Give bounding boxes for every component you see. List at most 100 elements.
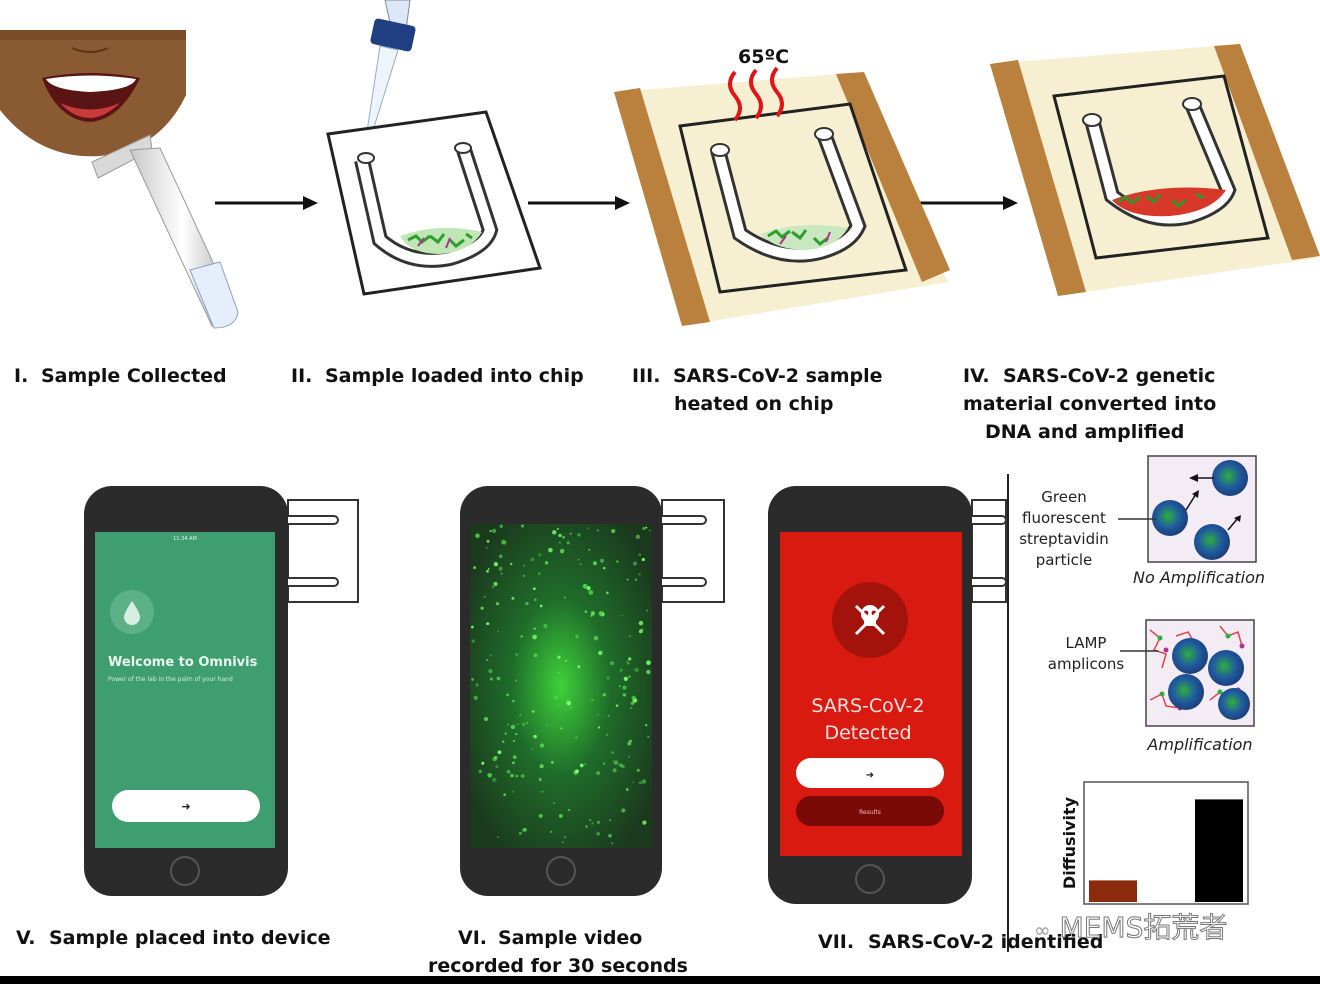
fluorescent-speck — [506, 769, 511, 774]
caption-step-7-text: SARS-CoV-2 identified — [868, 931, 1104, 953]
diffusivity-chart — [1083, 781, 1249, 905]
fluorescent-speck — [626, 661, 629, 663]
mouth-illustration — [0, 30, 186, 157]
fluorescent-speck — [512, 699, 515, 703]
fluorescent-speck — [480, 606, 484, 610]
fluorescent-speck — [498, 554, 503, 559]
fluorescent-speck — [471, 678, 474, 681]
heat-waves-icon — [728, 66, 784, 122]
fluorescent-speck — [589, 819, 592, 822]
fluorescent-speck — [489, 654, 492, 657]
fluorescent-speck — [507, 723, 510, 726]
fluorescent-speck — [560, 727, 563, 730]
chip-step-2 — [326, 110, 543, 296]
fluorescent-speck — [512, 761, 515, 765]
phone3-continue-button[interactable] — [796, 758, 944, 788]
no-amplification-box — [1147, 455, 1257, 563]
fluorescent-speck — [579, 562, 582, 566]
lamp-label-line-1: LAMP — [1065, 634, 1107, 652]
fluorescence-video — [470, 524, 652, 848]
fluorescent-speck — [531, 710, 535, 713]
phone-3 — [768, 486, 1007, 904]
fluorescent-speck — [509, 562, 513, 566]
phone3-results-button[interactable] — [796, 796, 944, 826]
fluorescent-speck — [610, 661, 614, 666]
pipette-icon — [365, 0, 416, 141]
fluorescent-speck — [481, 761, 485, 765]
phone3-button1-label: ➜ — [866, 770, 874, 781]
fluorescent-speck — [487, 773, 492, 778]
fluorescent-speck — [557, 655, 561, 659]
fluorescent-speck — [483, 595, 486, 599]
caption-step-4: IV.SARS-CoV-2 genetic material converted… — [963, 362, 1216, 446]
fluorescent-speck — [551, 761, 554, 764]
phone1-continue-button[interactable] — [112, 790, 260, 822]
fluorescent-speck — [558, 541, 562, 544]
caption-step-1-text: Sample Collected — [41, 365, 227, 387]
fluorescent-speck — [521, 828, 527, 833]
caption-step-4-line-2: material converted into — [963, 393, 1217, 415]
fluorescent-speck — [502, 540, 507, 545]
fluorescent-speck — [565, 659, 568, 662]
fluorescent-speck — [540, 743, 545, 748]
fluorescent-speck — [495, 602, 500, 606]
fluorescent-speck — [487, 567, 490, 570]
fluorescent-speck — [501, 539, 506, 545]
arrow-1 — [215, 196, 318, 210]
fluorescent-speck — [492, 528, 497, 533]
fluorescent-speck — [577, 558, 580, 561]
chart-ylabel: Diffusivity — [1060, 796, 1079, 889]
fluorescent-speck — [486, 622, 490, 626]
fluorescent-speck — [605, 591, 609, 595]
fluorescent-speck — [628, 635, 632, 638]
fluorescent-speck — [641, 779, 647, 784]
fluorescent-speck — [498, 566, 503, 571]
fluorescent-speck — [521, 722, 526, 726]
green-particle-label: Green fluorescent streptavidin particle — [1014, 487, 1114, 571]
caption-step-5: V.Sample placed into device — [16, 924, 331, 952]
caption-step-3-line-2: heated on chip — [674, 393, 834, 415]
diffusivity-bar-1 — [1089, 880, 1137, 902]
fluorescent-speck — [489, 530, 492, 533]
caption-step-2: II.Sample loaded into chip — [291, 362, 584, 390]
fluorescent-speck — [520, 524, 525, 528]
caption-step-6: VI.Sample video recorded for 30 seconds — [428, 924, 688, 980]
fluorescent-speck — [511, 596, 515, 600]
fluorescent-speck — [644, 724, 648, 727]
fluorescent-speck — [597, 713, 599, 716]
fluorescent-speck — [628, 675, 631, 678]
caption-step-6-num: VI. — [458, 927, 487, 949]
fluorescent-speck — [636, 768, 640, 772]
fluorescent-speck — [625, 788, 629, 791]
fluorescent-speck — [587, 527, 590, 530]
fluorescent-speck — [577, 665, 581, 669]
fluorescent-speck — [561, 841, 564, 843]
green-particle-label-line-4: particle — [1035, 551, 1093, 569]
fluorescent-speck — [485, 546, 488, 549]
fluorescent-speck — [534, 598, 537, 601]
fluorescent-speck — [549, 830, 553, 833]
fluorescent-speck — [539, 764, 544, 769]
fluorescent-speck — [646, 609, 648, 612]
fluorescent-speck — [598, 611, 604, 616]
fluorescent-speck — [552, 530, 557, 535]
fluorescent-speck — [611, 751, 614, 754]
fluorescent-speck — [506, 693, 509, 697]
fluorescent-speck — [646, 669, 651, 675]
fluorescent-speck — [611, 842, 614, 845]
fluorescent-speck — [592, 561, 597, 566]
arrow-3 — [916, 196, 1018, 210]
fluorescent-speck — [631, 695, 636, 700]
fluorescent-speck — [618, 763, 623, 767]
watermark: ∞ MEMS拓荒者 — [1034, 906, 1228, 946]
fluorescent-speck — [616, 560, 619, 563]
fluorescent-speck — [630, 701, 635, 705]
fluorescent-speck — [615, 704, 619, 707]
phone1-title: Welcome to Omnivis — [108, 655, 258, 670]
fluorescent-speck — [597, 726, 601, 729]
fluorescent-speck — [488, 669, 493, 674]
fluorescent-speck — [630, 706, 633, 709]
fluorescent-speck — [512, 739, 515, 743]
swab-icon — [91, 134, 239, 329]
fluorescent-speck — [638, 620, 644, 626]
